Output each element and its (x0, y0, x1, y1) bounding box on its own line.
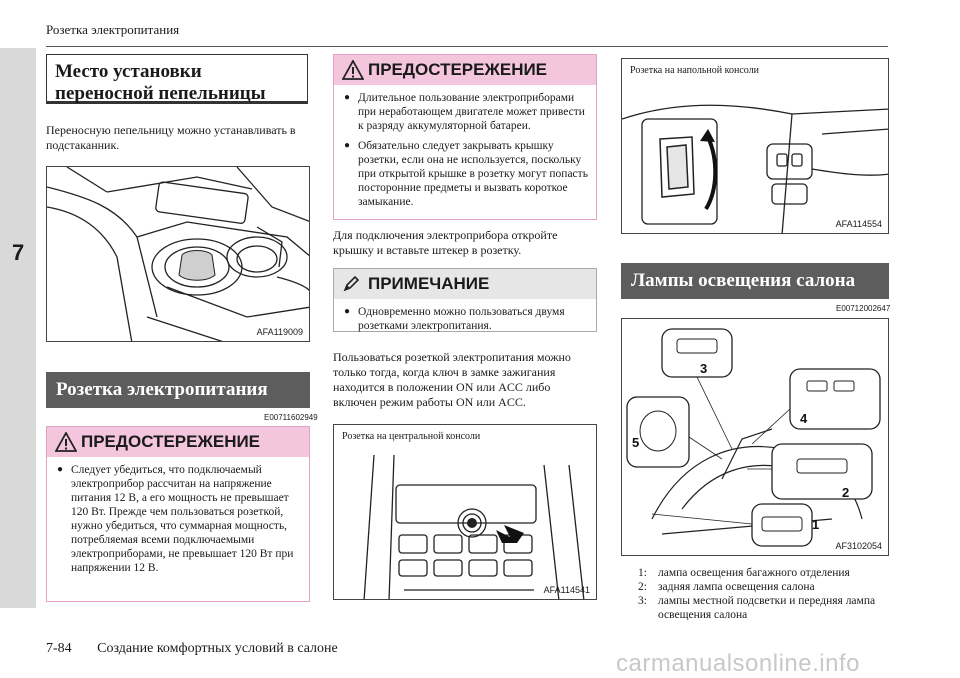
connect-text: Для подключения электроприбора откройте … (333, 228, 558, 257)
chapter-tab (0, 48, 36, 608)
power-socket-heading: Розетка электропитания (46, 372, 310, 408)
note-title: ПРИМЕЧАНИЕ (368, 274, 490, 293)
legend-list: 1:лампа освещения багажного отделения 2:… (638, 566, 888, 622)
warning-box-2: ПРЕДОСТЕРЕЖЕНИЕ Длительное пользование э… (333, 54, 597, 220)
chapter-number: 7 (12, 240, 25, 265)
figure-id: AF3102054 (835, 541, 882, 551)
arrow-icon (496, 525, 524, 543)
note-item: Одновременно можно пользоваться двумя ро… (344, 305, 588, 333)
callout-5: 5 (632, 435, 639, 450)
warning-title: ПРЕДОСТЕРЕЖЕНИЕ (81, 432, 261, 451)
floor-console-illustration (622, 104, 888, 233)
callout-3: 3 (700, 361, 707, 376)
floor-console-figure: Розетка на напольной консоли AFA114554 (621, 58, 889, 234)
running-header: Розетка электропитания (46, 22, 180, 37)
page-footer: 7-84 Создание комфортных условий в салон… (46, 641, 338, 657)
warning-icon (55, 432, 77, 452)
figure-id: AFA114554 (835, 219, 882, 229)
note-box: ПРИМЕЧАНИЕ Одновременно можно пользовать… (333, 268, 597, 332)
figure-caption: Розетка на центральной консоли (342, 431, 481, 442)
page-number: 7-84 (46, 641, 72, 656)
legend-item: 3:лампы местной подсветки и передняя лам… (638, 595, 876, 621)
center-console-illustration (363, 454, 585, 599)
interior-lights-heading: Лампы освещения салона (621, 263, 889, 299)
header-rule (46, 46, 888, 47)
cupholder-illustration (47, 167, 309, 341)
pencil-note-icon (343, 275, 360, 292)
warning-item: Длительное пользование электроприборами … (344, 91, 588, 133)
warning-title: ПРЕДОСТЕРЕЖЕНИЕ (368, 60, 548, 79)
ashtray-figure: AFA119009 (46, 166, 310, 342)
warning-item: Обязательно следует закрывать крышку роз… (344, 139, 588, 209)
ashtray-text: Переносную пепельницу можно устанавливат… (46, 123, 296, 152)
footer-section: Создание комфортных условий в салоне (97, 641, 338, 656)
callout-4: 4 (800, 411, 808, 426)
interior-lights-illustration: 1 2 3 4 5 (626, 328, 881, 547)
ashtray-heading: Место установки переносной пепельницы (46, 54, 308, 104)
watermark: carmanualsonline.info (616, 650, 860, 677)
section-code: E00712002647 (836, 304, 891, 313)
figure-id: AFA114541 (543, 585, 590, 595)
center-console-figure: Розетка на центральной консоли AFA114541 (333, 424, 597, 600)
callout-2: 2 (842, 485, 849, 500)
figure-id: AFA119009 (256, 327, 303, 337)
warning-box-1: ПРЕДОСТЕРЕЖЕНИЕ Следует убедиться, что п… (46, 426, 310, 602)
warning-item: Следует убедиться, что подключаемый элек… (57, 463, 301, 575)
interior-lights-figure: 1 2 3 4 5 AF3102054 (621, 318, 889, 556)
section-code: E00711602949 (264, 413, 318, 422)
usage-text: Пользоваться розеткой электропитания мож… (333, 350, 571, 409)
legend-item: 2:задняя лампа освещения салона (638, 581, 815, 593)
warning-icon (342, 60, 364, 80)
figure-caption: Розетка на напольной консоли (630, 65, 759, 76)
legend-item: 1:лампа освещения багажного отделения (638, 567, 850, 579)
arrow-icon (704, 136, 718, 211)
callout-1: 1 (812, 517, 819, 532)
